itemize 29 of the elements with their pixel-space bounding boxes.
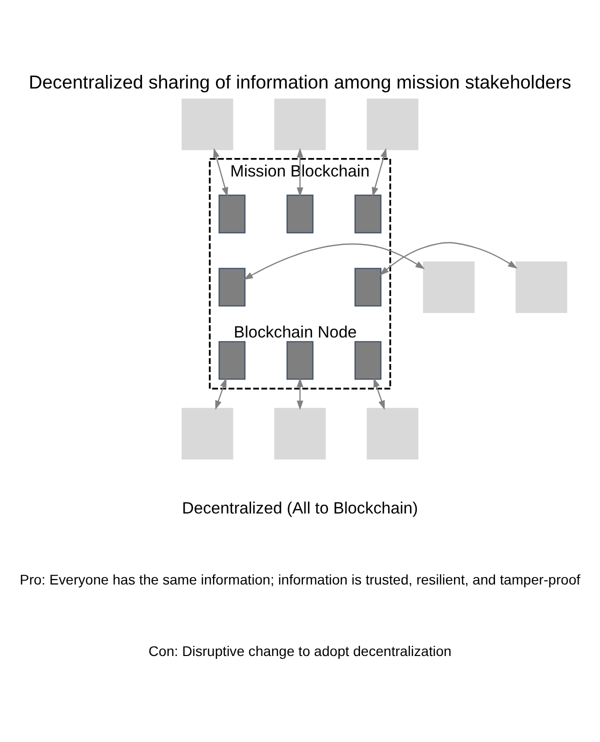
node-box xyxy=(286,341,314,380)
node-label: Blockchain Node xyxy=(234,323,357,342)
node-box xyxy=(182,408,234,460)
node-box xyxy=(218,341,246,380)
label: Decentralized (All to Blockchain) xyxy=(182,500,418,518)
node-box xyxy=(354,341,382,380)
diagram-title: Decentralized sharing of information among mission stakeholders xyxy=(28,71,572,92)
label: Pro: Everyone has the same information; information is trusted, resilient, and tamper-proof xyxy=(20,571,580,588)
node-box xyxy=(366,98,418,150)
node-box xyxy=(286,194,314,234)
node-box xyxy=(354,194,382,234)
node-box xyxy=(218,194,246,234)
node-box xyxy=(182,98,234,150)
arrow xyxy=(244,244,425,280)
arrow xyxy=(372,148,387,197)
arrow xyxy=(380,242,518,276)
arrow xyxy=(213,148,228,197)
node-box xyxy=(516,261,568,313)
node-box xyxy=(274,98,326,150)
node-box xyxy=(423,261,475,313)
arrow xyxy=(296,148,304,197)
arrow xyxy=(296,378,304,410)
arrow xyxy=(215,378,226,410)
node-box xyxy=(218,268,246,307)
node-box xyxy=(274,408,326,460)
arrow xyxy=(374,378,385,410)
label: Con: Disruptive change to adopt decentralization xyxy=(148,642,452,659)
node-box xyxy=(366,408,418,460)
node-box xyxy=(354,268,382,307)
